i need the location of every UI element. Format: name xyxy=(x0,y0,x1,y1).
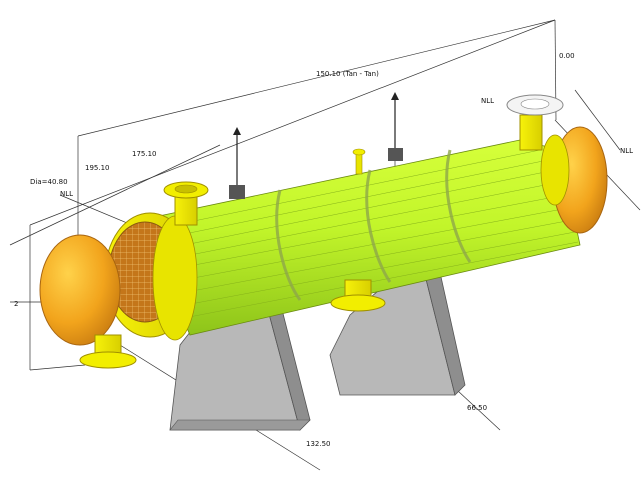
overall-length-label: 150.10 (Tan - Tan) xyxy=(316,70,379,78)
top-right-elevation-label: 0.00 xyxy=(559,52,575,60)
front-channel xyxy=(104,212,198,341)
diameter-label: Dia=40.80 xyxy=(30,178,68,186)
nozzle-top-left xyxy=(163,181,209,226)
nozzle-top-right xyxy=(506,94,564,151)
left-vertical-dimension-1: 195.10 xyxy=(85,164,110,172)
nozzle-bottom-left xyxy=(79,334,137,369)
lifting-lug-right xyxy=(388,92,403,161)
lifting-lug-left xyxy=(229,127,245,199)
nozzle-bottom-middle xyxy=(330,279,386,312)
rear-channel-flange xyxy=(540,134,570,206)
left-side-marker-label: 2 xyxy=(14,300,18,308)
nll-left-label: NLL xyxy=(60,190,73,198)
nll-right-label: NLL xyxy=(620,147,633,155)
right-support-dimension-label: 66.50 xyxy=(467,404,487,412)
nll-top-label: NLL xyxy=(481,97,494,105)
vent-nozzle xyxy=(352,148,366,175)
left-vertical-dimension-2: 175.10 xyxy=(132,150,157,158)
left-support-dimension-label: 132.50 xyxy=(306,440,331,448)
support-saddle-right xyxy=(329,249,466,396)
front-head xyxy=(39,234,121,346)
shell-body xyxy=(139,139,581,336)
